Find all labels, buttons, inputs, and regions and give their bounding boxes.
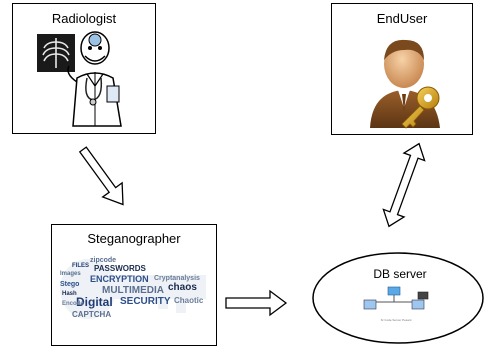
user-key-icon [370, 39, 440, 129]
word-cloud-word: Digital [76, 295, 113, 309]
word-cloud-word: MULTIMEDIA [102, 285, 165, 296]
enduser-box: EndUser [331, 3, 473, 135]
word-cloud-word: FILES [72, 263, 90, 269]
word-cloud-key: zipcode FILES PASSWORDS ENCRYPTION Crypt… [58, 251, 208, 331]
db-server-label: DB server [373, 267, 427, 281]
word-cloud-word: CAPTCHA [72, 310, 112, 319]
word-cloud-word: Chaotic [174, 296, 204, 305]
arrow-radiologist-to-steganographer [78, 146, 124, 206]
enduser-label: EndUser [376, 11, 428, 26]
doctor-head [80, 31, 110, 65]
steganographer-box: Steganographer zipcode FILES PASSWORDS E… [51, 224, 217, 346]
clipboard [106, 85, 120, 103]
word-cloud-word: Encode [62, 301, 84, 307]
arrow-db-enduser-bidirectional [382, 142, 426, 228]
key-silhouette [60, 259, 206, 319]
network-icon [363, 286, 429, 310]
radiologist-label: Radiologist [51, 11, 117, 26]
db-server-caption: Sr Code Server Pesant [380, 318, 412, 322]
radiologist-box: Radiologist [12, 3, 156, 134]
word-cloud-word: Images [60, 271, 81, 277]
word-cloud-word: zipcode [90, 257, 117, 264]
word-cloud-word: PASSWORDS [94, 264, 146, 273]
word-cloud-word: Hash [62, 291, 77, 297]
word-cloud-word: ENCRYPTION [90, 274, 149, 284]
arrow-steganographer-to-db [225, 289, 288, 317]
head-mirror [88, 33, 102, 47]
db-server-ellipse [312, 252, 484, 344]
steganographer-label: Steganographer [87, 231, 181, 246]
word-cloud-word: Stego [60, 281, 80, 288]
word-cloud-word: chaos [168, 282, 197, 293]
radiologist-illustration [37, 31, 122, 127]
word-cloud-word: SECURITY [120, 296, 171, 307]
xray-ribcage [42, 38, 70, 68]
word-cloud-word: Cryptanalysis [154, 275, 200, 282]
